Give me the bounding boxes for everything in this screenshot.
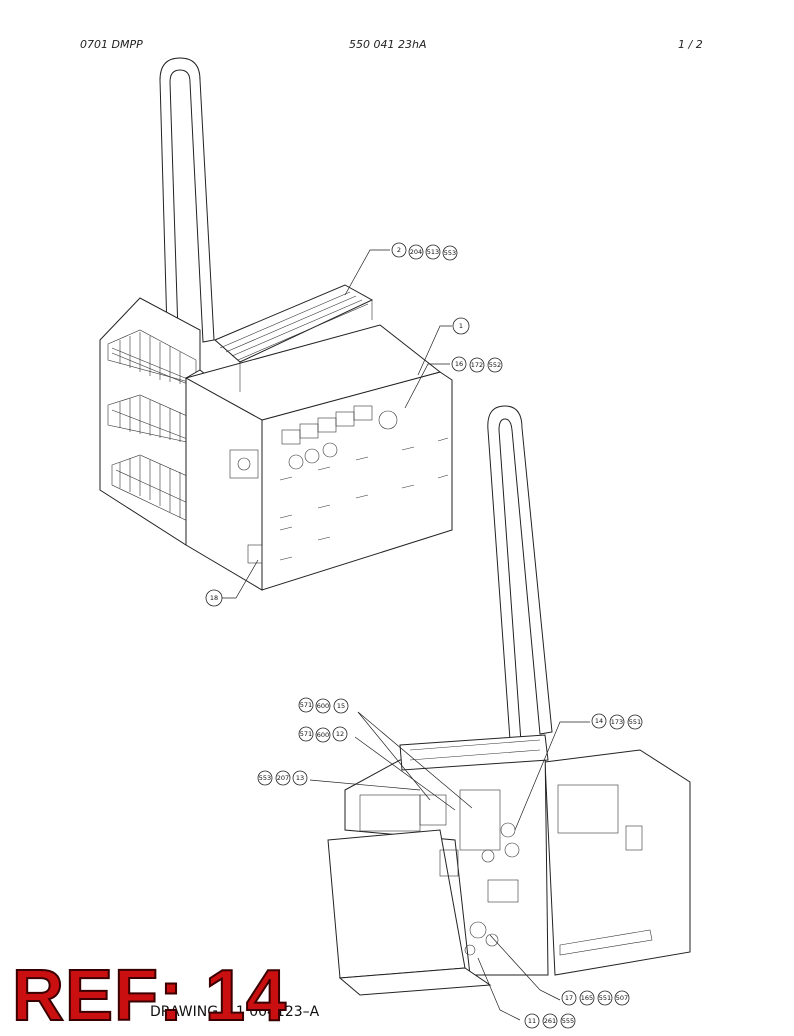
balloon-label: 173 (611, 718, 623, 726)
leader-14 (514, 721, 590, 831)
balloon-labels: 2 204 513 553 1 16 172 552 18 571 600 15… (210, 246, 641, 1025)
leader-17 (489, 934, 561, 1001)
balloon-label: 17 (565, 994, 573, 1002)
balloon-label: 12 (336, 730, 344, 738)
balloon-label: 600 (317, 702, 329, 710)
box-base (338, 967, 492, 996)
balloon-label: 11 (528, 1017, 536, 1025)
balloon-label: 513 (427, 248, 439, 256)
balloon-label: 207 (277, 774, 289, 782)
valve-cluster (229, 405, 398, 564)
balloon-label: 165 (581, 994, 593, 1002)
balloon-label: 551 (599, 994, 611, 1002)
balloon-label: 507 (616, 994, 628, 1002)
balloon-label: 18 (210, 594, 218, 602)
upper-handle (159, 57, 215, 343)
upper-assembly (99, 57, 453, 599)
balloon-label: 555 (562, 1017, 574, 1025)
leader-18 (222, 559, 259, 599)
balloon-circles (205, 242, 643, 1029)
balloon-label: 14 (595, 717, 603, 725)
part-number: 550 041 23hA (349, 38, 427, 51)
lower-components (359, 789, 520, 956)
leader-11 (477, 957, 521, 1021)
balloon-label: 552 (489, 361, 501, 369)
doc-code: 0701 DMPP (80, 38, 143, 51)
balloon-label: 1 (459, 322, 463, 330)
leader-1 (417, 325, 452, 376)
front-cover (327, 829, 466, 979)
balloon-label: 551 (629, 718, 641, 726)
balloon-label: 571 (300, 730, 312, 738)
box-top-face (184, 324, 442, 421)
open-door (544, 749, 691, 976)
ref-stamp: REF: 14 (11, 956, 288, 1036)
balloon-label: 571 (300, 701, 312, 709)
balloon-label: 553 (444, 249, 456, 257)
leader-15 (357, 711, 431, 801)
balloon-label: 261 (544, 1017, 556, 1025)
leader-16 (404, 363, 450, 409)
leader-12 (354, 736, 456, 811)
front-slots (279, 437, 449, 561)
balloon-label: 15 (337, 702, 345, 710)
balloon-label: 600 (317, 731, 329, 739)
lower-assembly (309, 405, 691, 1021)
balloon-label: 172 (471, 361, 483, 369)
leader-13 (309, 779, 421, 791)
balloon-label: 2 (397, 246, 401, 254)
page-number: 1 / 2 (678, 38, 703, 51)
drawing-number: DRAWING 1 1 004123–A (150, 1004, 320, 1020)
balloon-label: 16 (455, 360, 463, 368)
lower-handle (487, 405, 553, 743)
balloon-label: 553 (259, 774, 271, 782)
leader-2 (344, 249, 390, 296)
balloon-label: 204 (410, 248, 422, 256)
door-plate (557, 784, 619, 834)
lower-top-rail (399, 734, 549, 771)
balloon-label: 13 (296, 774, 304, 782)
